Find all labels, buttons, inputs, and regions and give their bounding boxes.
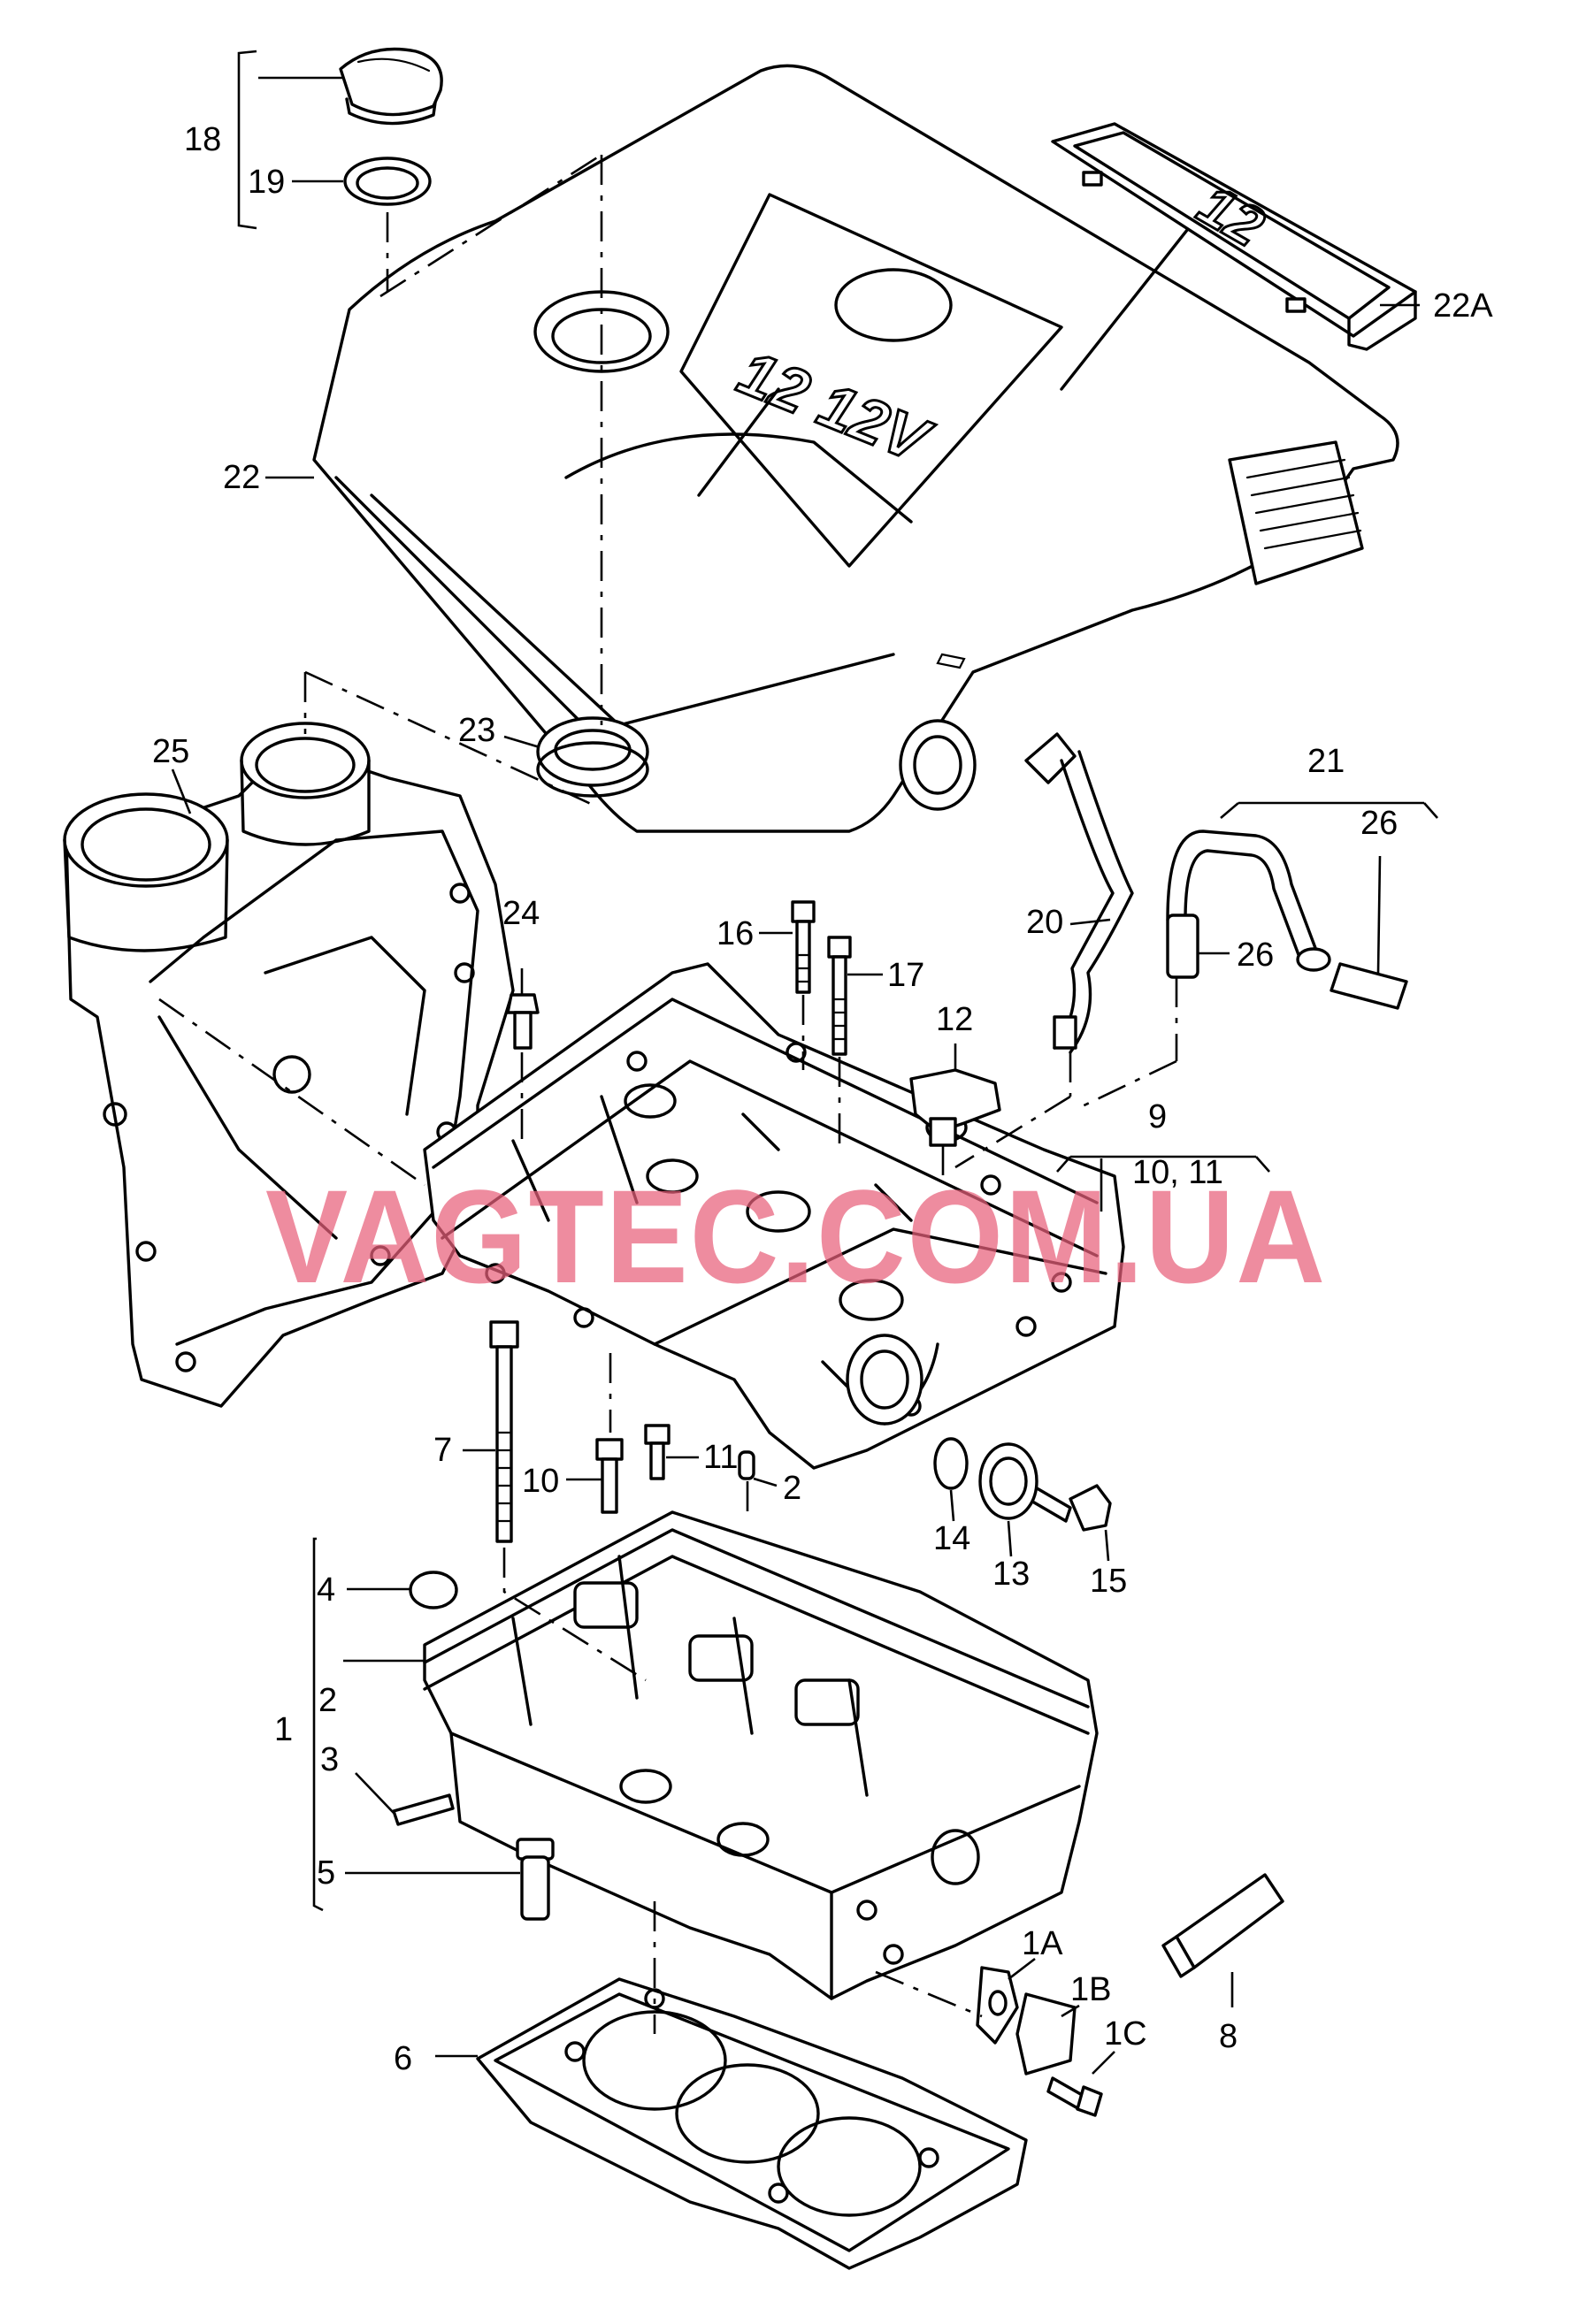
label-5: 5 — [317, 1854, 335, 1892]
label-16: 16 — [717, 915, 754, 952]
label-1B: 1B — [1070, 1971, 1111, 2008]
label-24: 24 — [502, 895, 540, 932]
label-19: 19 — [248, 164, 285, 201]
label-9: 9 — [1148, 1098, 1167, 1135]
label-2: 2 — [318, 1682, 337, 1719]
label-4: 4 — [317, 1571, 335, 1609]
camshaft-housing — [423, 962, 1125, 1470]
label-13: 13 — [992, 1556, 1030, 1593]
label-25: 25 — [152, 733, 189, 770]
label-1A: 1A — [1022, 1925, 1063, 1962]
label-26-bottom: 26 — [1237, 936, 1274, 974]
breather-hose-20 — [1024, 732, 1134, 1054]
bolt-24 — [506, 993, 540, 1050]
cylinder-head — [423, 1510, 1099, 2000]
end-cap-13 — [978, 1442, 1038, 1520]
label-6: 6 — [394, 2040, 412, 2077]
bolt-10 — [595, 1438, 624, 1514]
label-23: 23 — [458, 712, 495, 749]
bolt-11 — [644, 1424, 671, 1480]
watermark: VAGTEC.COM.UA — [265, 1162, 1327, 1311]
label-3: 3 — [320, 1741, 339, 1778]
label-21: 21 — [1307, 743, 1345, 780]
label-7: 7 — [433, 1432, 452, 1469]
sleeve-5 — [516, 1838, 555, 1921]
cylinder-head-gasket — [476, 1977, 1028, 2270]
label-20: 20 — [1026, 904, 1063, 941]
label-22A: 22A — [1433, 287, 1493, 325]
bolt-16 — [791, 900, 816, 994]
timing-belt-cover — [63, 722, 515, 1408]
label-10-11: 10, 11 — [1132, 1154, 1223, 1191]
label-12: 12 — [936, 1001, 973, 1038]
breather-hose-21 — [1166, 829, 1331, 972]
intake-seal — [536, 716, 649, 798]
bolt-17 — [827, 936, 852, 1056]
plug-4 — [409, 1571, 458, 1609]
label-8: 8 — [1219, 2018, 1238, 2055]
bolt-1C — [1046, 2076, 1103, 2117]
hose-26-left — [1166, 914, 1199, 979]
cover-plate-1B — [1015, 1992, 1077, 2076]
alignment-lines — [158, 153, 1178, 2034]
label-11: 11 — [703, 1439, 738, 1476]
label-2-top: 2 — [783, 1470, 801, 1507]
hose-26-right — [1330, 962, 1408, 1010]
dowel-pin-2 — [738, 1450, 755, 1480]
label-1C: 1C — [1104, 2015, 1147, 2053]
label-15: 15 — [1090, 1563, 1127, 1600]
sealant-tube — [1161, 1873, 1284, 1978]
seal-ring-14 — [933, 1437, 969, 1490]
leader-lines — [171, 50, 1438, 2075]
label-14: 14 — [933, 1520, 970, 1557]
label-26-top: 26 — [1360, 805, 1398, 842]
oil-filler-seal — [343, 157, 432, 206]
label-17: 17 — [887, 957, 924, 994]
label-22: 22 — [223, 459, 260, 496]
label-1: 1 — [274, 1711, 293, 1748]
oil-filler-cap — [339, 47, 443, 126]
head-bolt-7 — [489, 1320, 519, 1543]
stud-3 — [392, 1793, 455, 1826]
gasket-1A — [976, 1966, 1019, 2045]
part-labels: 18 19 22A 22 23 25 21 26 24 16 17 26 20 … — [152, 121, 1493, 2077]
camshaft-position-sensor — [909, 1068, 1001, 1147]
label-10: 10 — [522, 1463, 559, 1500]
label-18: 18 — [184, 121, 221, 158]
